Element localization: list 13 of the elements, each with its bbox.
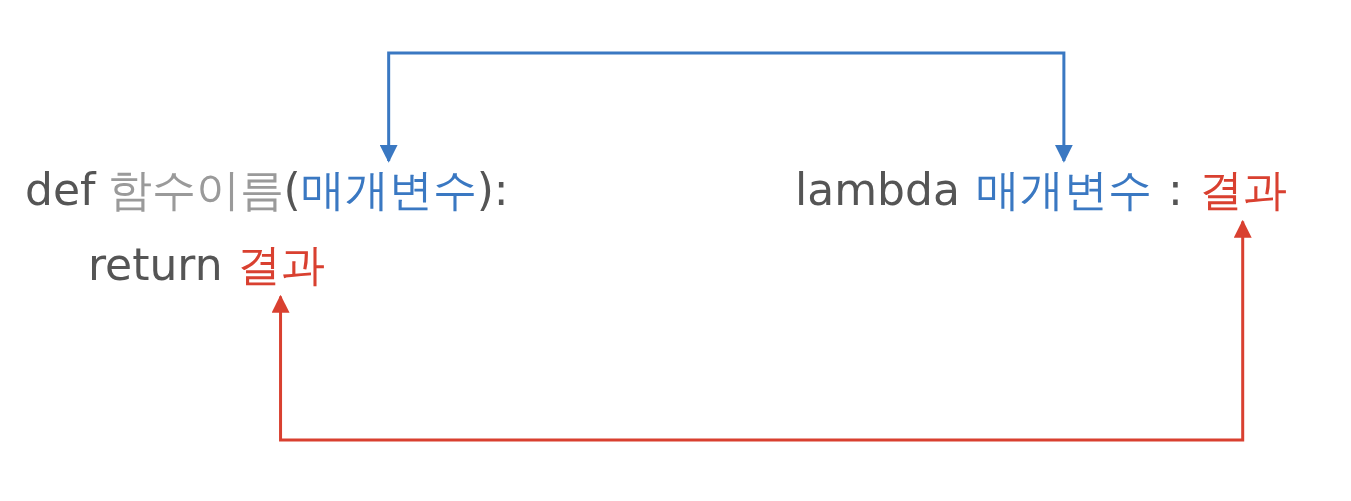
code-text: ( xyxy=(283,165,301,216)
code-text: 함수이름 xyxy=(107,165,284,216)
highlighted-code-word: 결과 xyxy=(236,240,325,291)
code-text: ): xyxy=(476,165,509,216)
arrow xyxy=(271,219,1252,442)
code-text: : xyxy=(1167,165,1183,216)
code-text: lambda xyxy=(795,165,960,216)
highlighted-code-word: 매개변수 xyxy=(300,165,477,216)
highlighted-code-word: 매개변수 xyxy=(975,165,1152,216)
highlighted-code-word: 결과 xyxy=(1198,165,1287,216)
code-text: return xyxy=(88,240,223,291)
arrow xyxy=(379,51,1073,163)
code-text: def xyxy=(25,165,96,216)
